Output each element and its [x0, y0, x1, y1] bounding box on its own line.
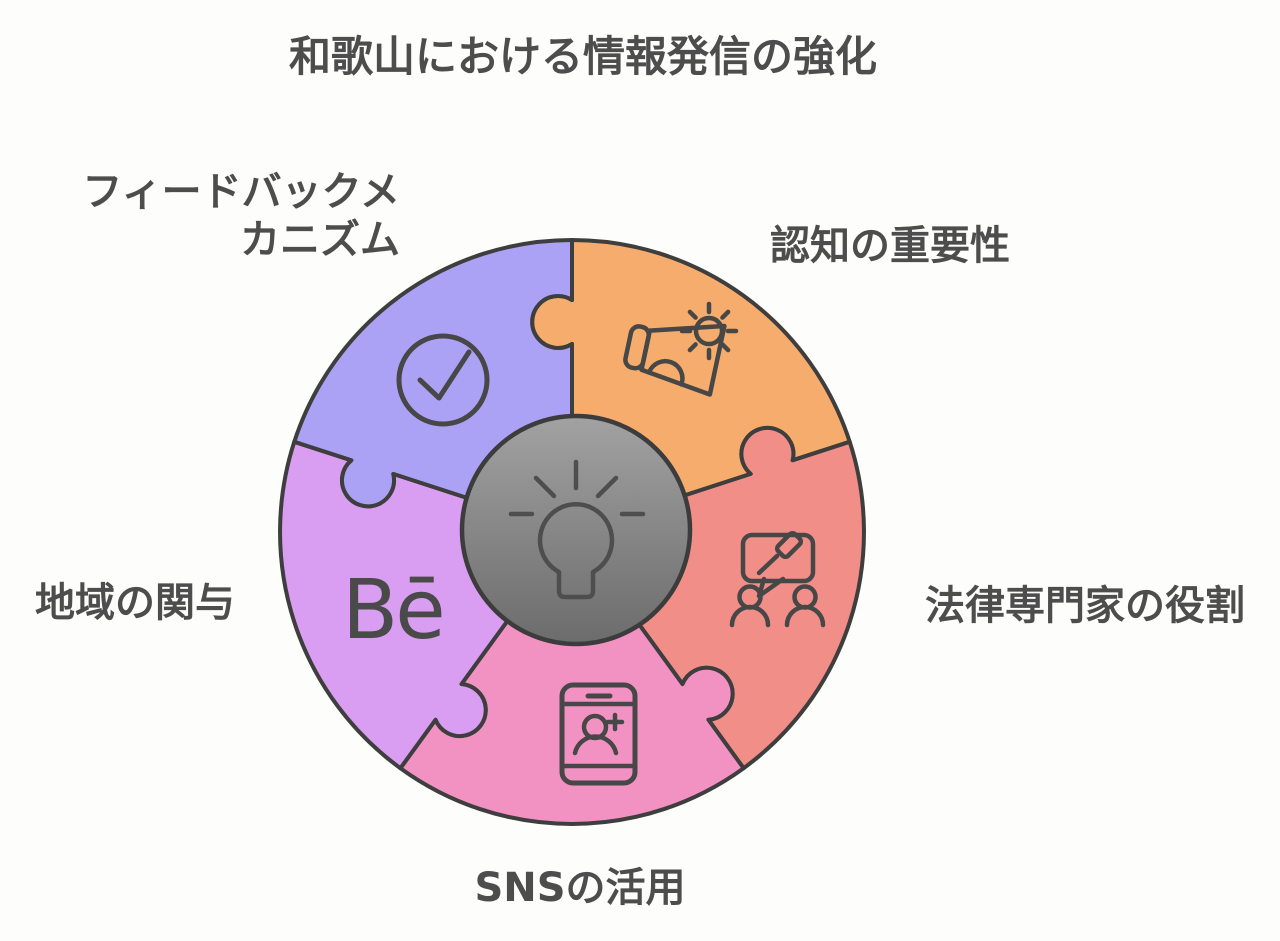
center-hub: [459, 413, 693, 647]
check-circle-icon: [396, 333, 490, 427]
label-feedback-line1: フィードバックメ: [82, 169, 400, 215]
page-title: 和歌山における情報発信の強化: [288, 32, 878, 81]
gavel-discussion-icon: [729, 530, 826, 628]
smartphone-add-user-icon: [559, 682, 638, 786]
label-sns-utilization: SNSの活用: [474, 865, 686, 911]
label-community-involvement: 地域の関与: [35, 580, 235, 626]
behance-logo: Bē: [342, 563, 443, 658]
label-awareness-importance: 認知の重要性: [770, 223, 1010, 269]
sun-burst-icon: [679, 301, 739, 361]
label-feedback-line2: カニズム: [240, 217, 400, 263]
label-legal-experts-role: 法律専門家の役割: [925, 583, 1245, 629]
lightbulb-icon: [508, 459, 646, 600]
label-feedback-mechanism: フィードバックメ カニズム: [60, 168, 400, 264]
megaphone-announcement-icon: [623, 301, 739, 397]
